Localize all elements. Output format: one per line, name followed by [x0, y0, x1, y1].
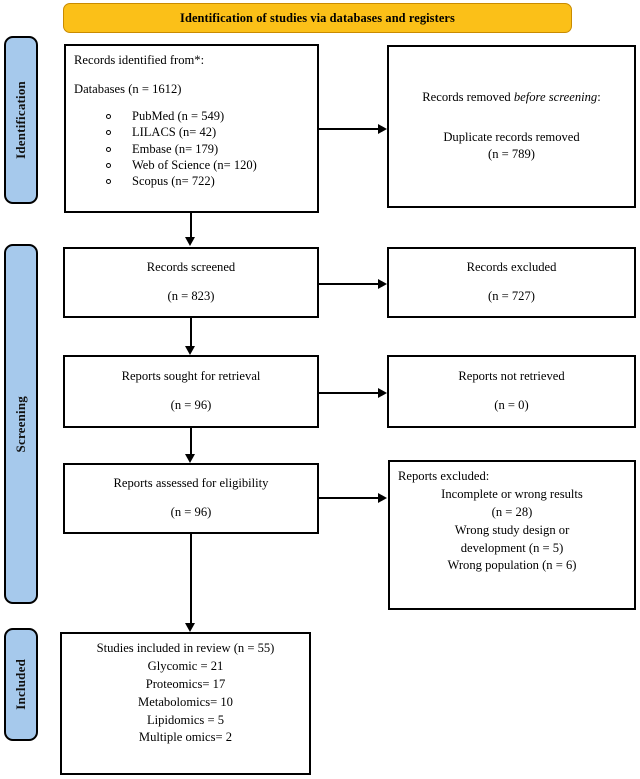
arrowhead-right — [378, 123, 387, 134]
diagram-banner-title: Identification of studies via databases … — [63, 3, 572, 33]
stage-label-included: Included — [13, 659, 28, 710]
reports-not-retrieved-count: (n = 0) — [494, 398, 529, 412]
reports-assessed-count: (n = 96) — [170, 505, 212, 519]
stage-label-screening: Screening — [13, 395, 28, 453]
duplicate-records-removed: Duplicate records removed — [443, 129, 580, 144]
records-removed-text-c: : — [597, 89, 601, 104]
connector-screened-to-excluded — [319, 283, 378, 285]
list-item: Web of Science (n= 120) — [104, 157, 309, 173]
box-reports-excluded: Reports excluded: Incomplete or wrong re… — [388, 460, 636, 610]
list-item: PubMed (n = 549) — [104, 108, 309, 124]
reports-excluded-heading: Reports excluded: — [398, 469, 490, 483]
reports-excluded-reason: Incomplete or wrong results — [441, 486, 583, 501]
records-removed-text-a: Records removed — [422, 89, 514, 104]
connector-sought-to-assessed — [190, 428, 192, 454]
stage-bar-screening: Screening — [4, 244, 38, 604]
arrowhead-down — [185, 237, 195, 246]
box-reports-assessed: Reports assessed for eligibility (n = 96… — [63, 463, 319, 534]
studies-included-item: Multiple omics= 2 — [138, 730, 233, 745]
reports-excluded-reason: Wrong population (n = 6) — [447, 558, 577, 573]
box-reports-not-retrieved: Reports not retrieved (n = 0) — [387, 355, 636, 428]
box-records-removed: Records removed before screening: Duplic… — [387, 45, 636, 208]
records-screened-count: (n = 823) — [167, 289, 215, 303]
box-records-identified: Records identified from*: Databases (n =… — [64, 44, 319, 213]
connector-identified-to-removed — [319, 128, 378, 130]
arrowhead-down — [185, 346, 195, 355]
box-reports-sought: Reports sought for retrieval (n = 96) — [63, 355, 319, 428]
reports-excluded-reason-count: (n = 28) — [491, 504, 533, 519]
connector-sought-to-notretrieved — [319, 392, 378, 394]
list-item: LILACS (n= 42) — [104, 124, 309, 140]
records-identified-line1: Records identified from*: — [74, 53, 205, 67]
studies-included-item: Proteomics= 17 — [145, 676, 226, 691]
list-item: Embase (n= 179) — [104, 141, 309, 157]
box-studies-included: Studies included in review (n = 55) Glyc… — [60, 632, 311, 775]
reports-assessed-label: Reports assessed for eligibility — [113, 476, 269, 491]
records-excluded-label: Records excluded — [466, 260, 557, 275]
arrowhead-right — [378, 278, 387, 289]
box-records-excluded: Records excluded (n = 727) — [387, 247, 636, 318]
stage-label-identification: Identification — [13, 81, 28, 159]
studies-included-item: Glycomic = 21 — [147, 658, 224, 673]
records-identified-databases: Databases (n = 1612) — [74, 81, 182, 96]
records-removed-text-emphasis: before screening — [513, 89, 598, 104]
connector-screened-to-sought — [190, 318, 192, 346]
connector-assessed-to-excluded — [319, 497, 378, 499]
duplicate-records-count: (n = 789) — [488, 147, 535, 162]
reports-sought-count: (n = 96) — [170, 398, 212, 412]
studies-included-heading: Studies included in review (n = 55) — [96, 641, 275, 655]
banner-label: Identification of studies via databases … — [180, 10, 455, 25]
reports-excluded-reason: Wrong study design or — [454, 522, 570, 537]
database-source-list: PubMed (n = 549) LILACS (n= 42) Embase (… — [74, 108, 309, 190]
stage-bar-included: Included — [4, 628, 38, 741]
reports-sought-label: Reports sought for retrieval — [121, 369, 261, 384]
connector-assessed-to-included — [190, 534, 192, 623]
arrowhead-down — [185, 623, 195, 632]
reports-not-retrieved-label: Reports not retrieved — [458, 369, 565, 384]
arrowhead-right — [378, 387, 387, 398]
records-removed-heading: Records removed before screening: — [397, 89, 626, 107]
connector-identified-to-screened — [190, 213, 192, 238]
arrowhead-right — [378, 492, 387, 503]
reports-excluded-reason-count: development (n = 5) — [460, 540, 564, 555]
studies-included-item: Metabolomics= 10 — [138, 694, 233, 709]
arrowhead-down — [185, 454, 195, 463]
studies-included-item: Lipidomics = 5 — [146, 712, 225, 727]
box-records-screened: Records screened (n = 823) — [63, 247, 319, 318]
list-item: Scopus (n= 722) — [104, 173, 309, 189]
records-screened-label: Records screened — [146, 260, 236, 275]
records-excluded-count: (n = 727) — [488, 289, 535, 303]
stage-bar-identification: Identification — [4, 36, 38, 204]
